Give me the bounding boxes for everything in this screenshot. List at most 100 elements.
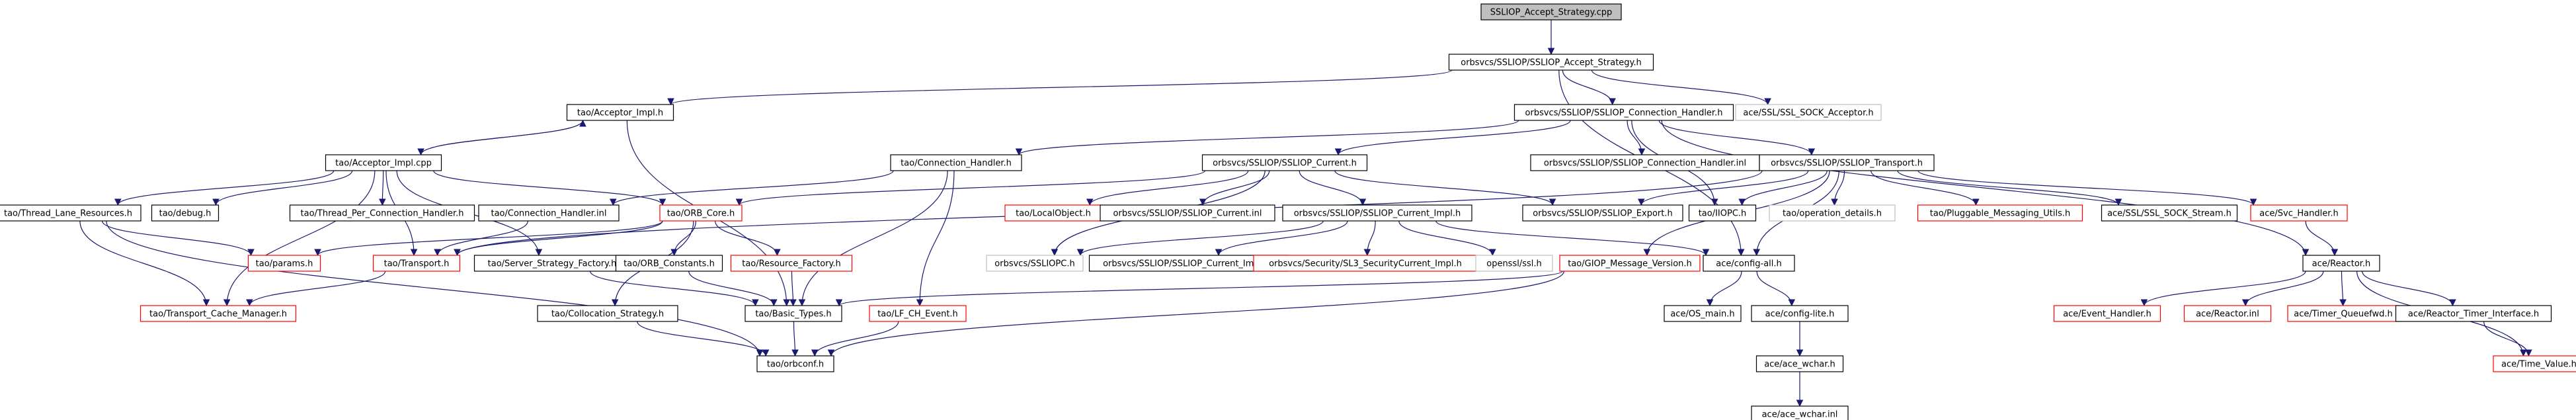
node-svc-handler-h[interactable]: ace/Svc_Handler.h [2250,204,2348,222]
node-localobject-h[interactable]: tao/LocalObject.h [1004,204,1102,222]
edge-conn-handler-ssl-h-to-sslioP-current-h [1334,120,1571,156]
edge-transport-ssl-h-to-iiopc-h [1738,170,1828,206]
node-box [537,305,678,322]
node-box [247,255,321,272]
node-debug-h[interactable]: tao/debug.h [151,204,220,222]
node-label: ace/config-all.h [1716,259,1782,269]
node-orb-constants-h[interactable]: tao/ORB_Constants.h [615,255,723,272]
node-label: tao/Pluggable_Messaging_Utils.h [1930,209,2070,219]
edge-collocation-h-to-orbconf-h [637,321,770,357]
node-timer-queuefwd-h[interactable]: ace/Timer_Queuefwd.h [2287,305,2399,322]
node-sslIopc-h[interactable]: orbsvcs/SSLIOPC.h [986,255,1084,272]
edge-connection-handler-h-to-basic-types-h [798,170,948,307]
node-root[interactable]: SSLIOP_Accept_Strategy.cpp [1480,3,1622,21]
node-orb-core-h[interactable]: tao/ORB_Core.h [659,204,743,222]
node-config-all-h[interactable]: ace/config-all.h [1703,255,1795,272]
node-label: ace/config-lite.h [1765,310,1835,319]
node-conn-handler-ssl-h[interactable]: orbsvcs/SSLIOP/SSLIOP_Connection_Handler… [1513,104,1734,121]
node-time-value-h[interactable]: ace/Time_Value.h [2493,355,2576,372]
node-label: ace/ace_wchar.h [1764,360,1835,370]
node-thread-per-conn-h[interactable]: tao/Thread_Per_Connection_Handler.h [289,204,475,222]
node-event-handler-h[interactable]: ace/Event_Handler.h [2053,305,2161,322]
node-sslioP-current-h[interactable]: orbsvcs/SSLIOP/SSLIOP_Current.h [1201,154,1368,171]
node-os-main-h[interactable]: ace/OS_main.h [1664,305,1742,322]
node-label: tao/IIOPC.h [1699,209,1747,219]
node-accept-h[interactable]: orbsvcs/SSLIOP/SSLIOP_Accept_Strategy.h [1448,54,1654,71]
node-box [1100,204,1275,222]
node-label: orbsvcs/SSLIOP/SSLIOP_Transport.h [1771,159,1923,169]
node-label: ace/ace_wchar.inl [1762,410,1838,420]
node-server-strategy-h[interactable]: tao/Server_Strategy_Factory.h [473,255,631,272]
node-ssl-sock-acceptor-h[interactable]: ace/SSL/SSL_SOCK_Acceptor.h [1735,104,1882,121]
node-label: openssl/ssl.h [1486,259,1542,269]
node-transport-cache-h[interactable]: tao/Transport_Cache_Manager.h [140,305,297,322]
edge-acceptor-impl-cpp-to-orb-core-h [433,170,666,206]
node-current-impl-h[interactable]: orbsvcs/SSLIOP/SSLIOP_Current_Impl.h [1282,204,1472,222]
node-box [1201,154,1368,171]
edge-sslioP-current-h-to-current-impl-h [1299,170,1367,206]
node-box [325,154,442,171]
node-box [2053,305,2161,322]
node-basic-types-h[interactable]: tao/Basic_Types.h [745,305,842,322]
edge-resource-factory-h-to-basic-types-h [789,271,797,307]
node-label: tao/Collocation_Strategy.h [551,310,664,319]
edge-orb-core-h-to-resource-factory-h [715,220,781,257]
node-conn-handler-inl[interactable]: orbsvcs/SSLIOP/SSLIOP_Connection_Handler… [1530,154,1760,171]
node-ace-wchar-inl[interactable]: ace/ace_wchar.inl [1751,405,1849,420]
node-box [1004,204,1102,222]
node-current-inl[interactable]: orbsvcs/SSLIOP/SSLIOP_Current.inl [1100,204,1275,222]
node-box [1448,54,1654,71]
node-box [1751,305,1849,322]
node-connection-handler-h[interactable]: tao/Connection_Handler.h [890,154,1022,171]
node-box [1917,204,2083,222]
edge-reactor-h-to-reactor-inl [2241,271,2324,307]
node-acceptor-impl-h[interactable]: tao/Acceptor_Impl.h [566,104,674,121]
edge-conn-handler-ssl-h-to-transport-ssl-h [1658,120,1816,156]
edge-thread-lane-h-to-params-h [102,220,255,257]
node-label: ace/SSL/SSL_SOCK_Acceptor.h [1743,108,1873,118]
node-ssl-export-h[interactable]: orbsvcs/SSLIOP/SSLIOP_Export.h [1522,204,1683,222]
edge-sslioP-current-h-to-localobject-h [1086,170,1249,206]
node-box [1480,3,1622,21]
node-label: tao/Acceptor_Impl.h [577,108,663,118]
node-collocation-h[interactable]: tao/Collocation_Strategy.h [537,305,678,322]
node-orbconf-h[interactable]: tao/orbconf.h [756,355,834,372]
node-op-details-h[interactable]: tao/operation_details.h [1769,204,1896,222]
node-conn-handler-tao-inl[interactable]: tao/Connection_Handler.inl [478,204,620,222]
node-box [566,104,674,121]
node-label: tao/Server_Strategy_Factory.h [488,259,617,269]
edge-thread-lane-h-to-orbconf-h [106,220,764,357]
node-box [1282,204,1472,222]
edge-current-impl-h-to-securitycurrent-h [1363,220,1376,257]
node-giop-msg-h[interactable]: tao/GIOP_Message_Version.h [1559,255,1701,272]
edge-transport-ssl-h-to-ssl-sock-stream-h [1897,170,2122,206]
node-reactor-h[interactable]: ace/Reactor.h [2302,255,2380,272]
node-box [2302,255,2380,272]
node-ssl-sock-stream-h[interactable]: ace/SSL/SSL_SOCK_Stream.h [2101,204,2238,222]
edge-sslioP-current-h-to-current-inl [1199,170,1270,206]
node-iiopc-h[interactable]: tao/IIOPC.h [1688,204,1757,222]
edge-acceptor-impl-cpp-to-transport-cache-h [223,170,376,307]
node-thread-lane-h[interactable]: tao/Thread_Lane_Resources.h [0,204,141,222]
edge-conn-handler-ssl-h-to-conn-handler-inl [1627,120,1646,156]
node-pluggable-msg-h[interactable]: tao/Pluggable_Messaging_Utils.h [1917,204,2083,222]
node-lf-ch-event-h[interactable]: tao/LF_CH_Event.h [869,305,967,322]
node-label: ace/Svc_Handler.h [2259,209,2338,219]
node-securitycurrent-h[interactable]: orbsvcs/Security/SL3_SecurityCurrent_Imp… [1253,255,1478,272]
node-label: tao/Thread_Per_Connection_Handler.h [301,209,464,219]
node-transport-h[interactable]: tao/Transport.h [372,255,461,272]
node-reactor-timer-h[interactable]: ace/Reactor_Timer_Interface.h [2395,305,2552,322]
node-box [289,204,475,222]
node-config-lite-h[interactable]: ace/config-lite.h [1751,305,1849,322]
node-acceptor-impl-cpp[interactable]: tao/Acceptor_Impl.cpp [325,154,442,171]
node-params-h[interactable]: tao/params.h [247,255,321,272]
node-resource-factory-h[interactable]: tao/Resource_Factory.h [730,255,853,272]
node-transport-ssl-h[interactable]: orbsvcs/SSLIOP/SSLIOP_Transport.h [1759,154,1935,171]
node-label: orbsvcs/SSLIOP/SSLIOP_Connection_Handler… [1544,159,1746,169]
edge-transport-ssl-h-to-pluggable-msg-h [1871,170,1980,206]
node-box [372,255,461,272]
node-reactor-inl[interactable]: ace/Reactor.inl [2183,305,2272,322]
node-openssl-h[interactable]: openssl/ssl.h [1475,255,1553,272]
node-ace-wchar-h[interactable]: ace/ace_wchar.h [1755,355,1844,372]
